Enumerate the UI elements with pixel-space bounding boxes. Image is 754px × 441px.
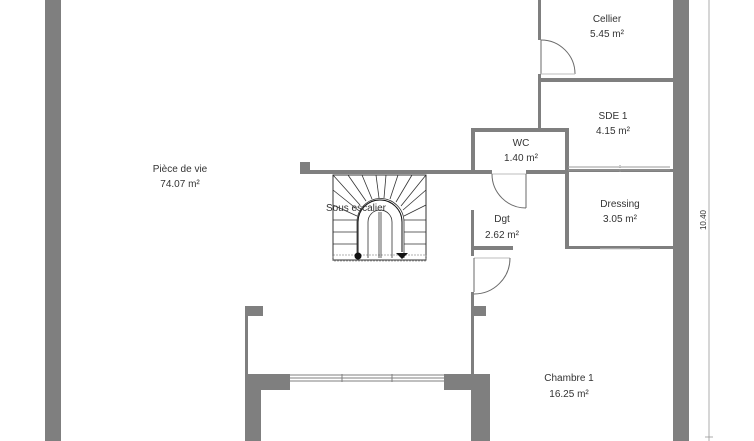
room-wc: WC 1.40 m² [504,138,539,164]
dimension-right [705,0,713,441]
room-name-chambre1: Chambre 1 [544,373,594,384]
room-area-chambre1: 16.25 m² [549,389,589,400]
dimension-right-label: 10.40 [699,209,708,230]
room-dgt: Dgt 2.62 m² [485,214,520,241]
room-area-wc: 1.40 m² [504,153,539,164]
room-dressing: Dressing 3.05 m² [600,199,639,225]
wc-wall-left [471,128,475,172]
wc-wall-top [471,128,567,132]
bay-post-top [245,306,263,316]
dgt-wall-post [474,306,486,316]
bay-wall-left-thick [245,374,261,441]
room-name-dgt: Dgt [494,214,510,225]
room-name-cellier: Cellier [593,14,622,25]
cellier-wall-left-lower [538,74,541,130]
stair-outline [332,174,427,261]
room-area-piece-de-vie: 74.07 m² [160,179,200,190]
outer-wall-right [673,0,689,441]
dgt-wall-left [471,210,474,256]
room-name-piece-de-vie: Pièce de vie [153,164,208,175]
doors [473,39,576,295]
dgt-wall-bottom-stub [471,246,513,250]
staircase [332,174,427,262]
chambre-door [473,257,511,295]
sde-sliding-door [568,165,670,172]
living-wall-right-segment [526,170,568,174]
stair-label: Sous escalier [326,203,387,214]
dressing-wall-bottom [568,246,673,249]
stair-arrow-icon [396,253,408,259]
room-name-wc: WC [513,138,530,149]
bay-corner-left [245,374,290,390]
cellier-wall-left [538,0,541,40]
room-area-cellier: 5.45 m² [590,29,625,40]
room-cellier: Cellier 5.45 m² [590,14,625,40]
bay-window [290,374,444,382]
living-wall-horizontal [300,170,492,174]
living-wall-post [300,162,310,174]
walls [45,0,689,441]
room-chambre1: Chambre 1 16.25 m² [544,373,594,400]
outer-wall-left [45,0,61,441]
cellier-door [540,39,576,75]
wc-door [491,173,527,209]
bay-corner-right [444,374,490,390]
room-piece-de-vie: Pièce de vie 74.07 m² [153,164,208,190]
bay-wall-right-thick [474,374,490,441]
room-name-sde1: SDE 1 [599,111,628,122]
dgt-wall-left-lower [471,292,474,441]
room-area-sde1: 4.15 m² [596,126,631,137]
cellier-wall-bottom [538,78,673,82]
room-area-dgt: 2.62 m² [485,230,520,241]
stair-start-dot [354,252,362,260]
bay-wall-left-thin [245,306,248,376]
stair-bottom-dashed [332,254,427,262]
room-name-dressing: Dressing [600,199,639,210]
room-area-dressing: 3.05 m² [603,214,638,225]
stair-steps [332,174,427,258]
room-sde1: SDE 1 4.15 m² [596,111,631,137]
wc-wall-right [565,128,569,249]
